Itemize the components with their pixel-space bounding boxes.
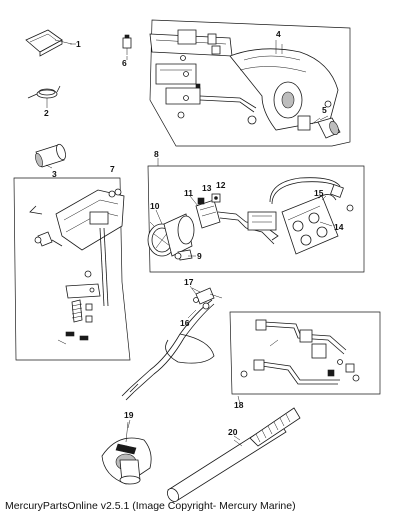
leader-lines — [70, 43, 333, 441]
callout-6[interactable]: 6 — [122, 58, 127, 68]
part-6-screw[interactable] — [122, 34, 132, 55]
part-16-harness[interactable] — [121, 299, 215, 401]
callout-19[interactable]: 19 — [124, 410, 134, 420]
callout-1[interactable]: 1 — [76, 39, 81, 49]
part-10-gauge[interactable] — [147, 213, 195, 257]
callout-17[interactable]: 17 — [184, 277, 194, 287]
part-12-connector[interactable] — [211, 193, 221, 203]
copyright-footer: MercuryPartsOnline v2.5.1 (Image Copyrig… — [5, 500, 296, 512]
callout-16[interactable]: 16 — [180, 318, 190, 328]
part-14-plate[interactable] — [281, 195, 339, 255]
part-18-trim-harness[interactable] — [229, 311, 381, 395]
callout-14[interactable]: 14 — [334, 222, 344, 232]
callout-13[interactable]: 13 — [202, 183, 212, 193]
callout-11[interactable]: 11 — [184, 188, 193, 198]
part-15-cable[interactable] — [317, 194, 337, 201]
callout-2[interactable]: 2 — [44, 108, 49, 118]
part-19-shift-cam[interactable] — [101, 421, 152, 485]
callout-7[interactable]: 7 — [110, 164, 115, 174]
callout-3[interactable]: 3 — [52, 169, 57, 179]
callout-9[interactable]: 9 — [197, 251, 202, 261]
callout-18[interactable]: 18 — [234, 400, 244, 410]
part-2-wire-clip[interactable] — [27, 85, 61, 108]
part-3-sleeve[interactable] — [34, 143, 67, 169]
part-11-harness[interactable] — [195, 199, 247, 229]
callout-5[interactable]: 5 — [322, 105, 327, 115]
part-17-connector[interactable] — [191, 287, 223, 310]
callout-labels: 1 2 3 4 5 6 7 8 9 10 11 12 13 14 15 16 1… — [44, 29, 344, 437]
callout-12[interactable]: 12 — [216, 180, 226, 190]
callout-15[interactable]: 15 — [314, 188, 324, 198]
part-4-assembly[interactable] — [149, 19, 351, 147]
part-13-clip[interactable] — [197, 197, 205, 205]
callout-10[interactable]: 10 — [150, 201, 160, 211]
part-9-bulb[interactable] — [174, 249, 193, 261]
callout-8[interactable]: 8 — [154, 149, 159, 159]
part-20-drive-shaft[interactable] — [165, 407, 301, 504]
part-7-switch-bracket[interactable] — [13, 177, 131, 361]
harness-wiring — [245, 177, 354, 245]
part-1-decal[interactable] — [25, 29, 73, 57]
callout-20[interactable]: 20 — [228, 427, 238, 437]
part-5-knob[interactable] — [311, 100, 341, 139]
callout-4[interactable]: 4 — [276, 29, 281, 39]
